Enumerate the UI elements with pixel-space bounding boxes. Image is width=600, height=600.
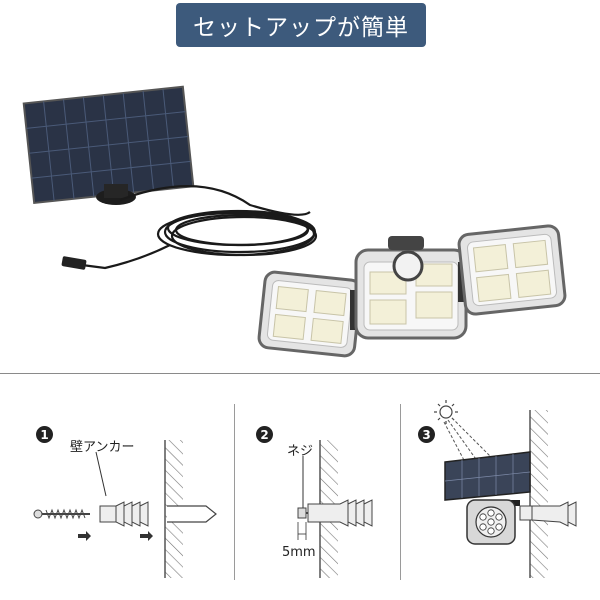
lamp-head-small bbox=[466, 499, 516, 545]
step-3-badge: 3 bbox=[418, 426, 435, 443]
step-separator-1 bbox=[234, 404, 235, 580]
screw-1 bbox=[33, 508, 90, 520]
lamp-left bbox=[257, 270, 363, 358]
step-1-label: 壁アンカー bbox=[70, 440, 135, 455]
wall-3 bbox=[530, 410, 548, 578]
wall-anchor-3 bbox=[519, 501, 577, 527]
lamp-right bbox=[457, 224, 567, 316]
product-illustration bbox=[22, 85, 567, 358]
cable bbox=[81, 185, 318, 270]
dc-plug bbox=[61, 256, 87, 270]
arrow-icon bbox=[140, 531, 153, 541]
step-2-measure: 5mm bbox=[282, 545, 316, 560]
title-banner: セットアップが簡単 bbox=[176, 3, 426, 47]
step-1-badge: 1 bbox=[36, 426, 53, 443]
section-divider bbox=[0, 373, 600, 374]
sun-icon bbox=[434, 400, 458, 424]
wall-anchor-1 bbox=[99, 501, 149, 527]
step-separator-2 bbox=[400, 404, 401, 580]
solar-panel-small bbox=[444, 451, 531, 506]
motion-sensor bbox=[392, 250, 424, 282]
step-2-badge: 2 bbox=[256, 426, 273, 443]
step-2-label: ネジ bbox=[287, 444, 314, 459]
wall-anchor-2 bbox=[307, 499, 373, 527]
arrow-icon bbox=[78, 531, 91, 541]
lamp-center bbox=[354, 236, 468, 340]
title-text: セットアップが簡単 bbox=[193, 15, 409, 41]
solar-panel bbox=[22, 85, 195, 205]
